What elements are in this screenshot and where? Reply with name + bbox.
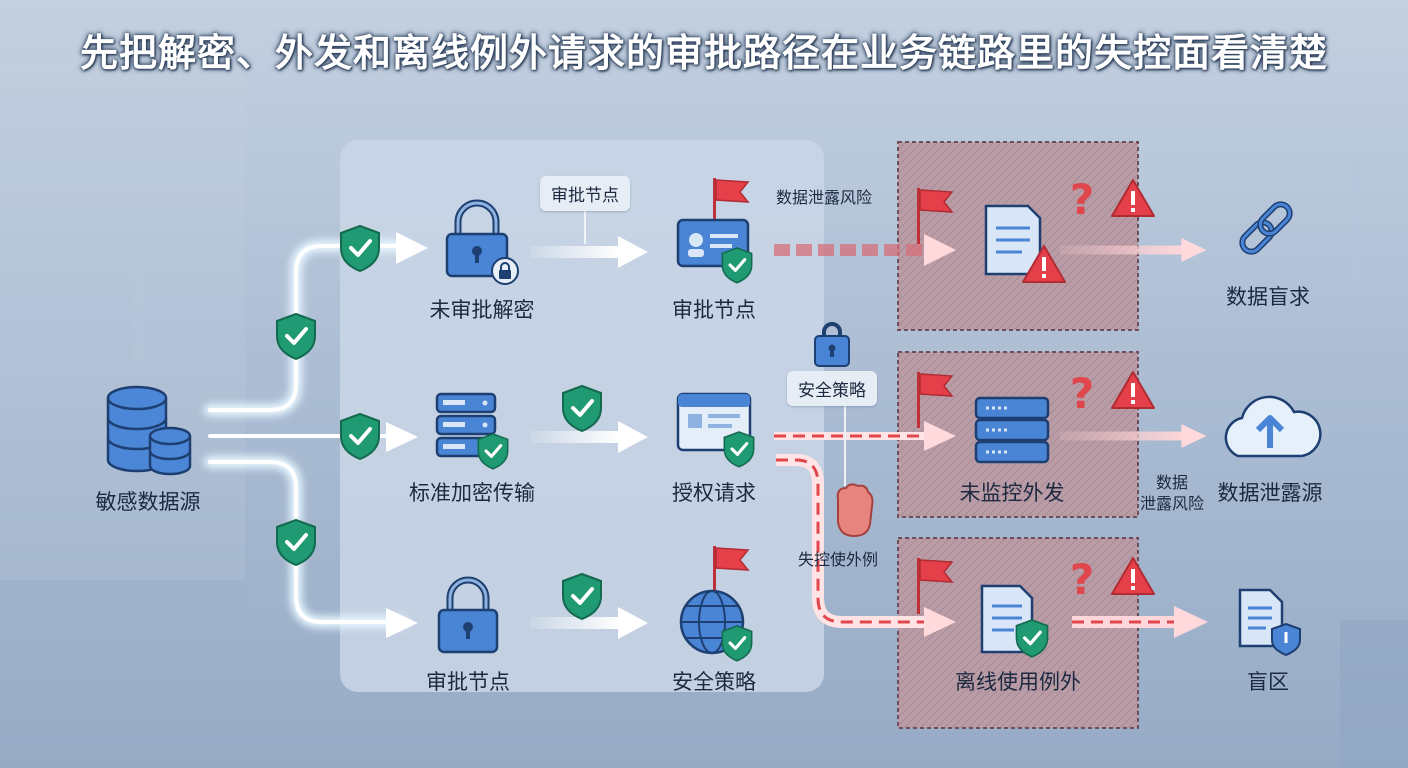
row1-node1-label: 未审批解密: [429, 298, 535, 322]
padlock-icon: [445, 199, 519, 285]
cloud-upload-icon: [1224, 395, 1322, 458]
database-icon: [106, 385, 192, 476]
security-policy-tag: 安全策略: [787, 371, 877, 406]
chain-link-icon: [1239, 201, 1293, 255]
browser-window-icon: [676, 392, 756, 468]
padlock-icon: [814, 322, 850, 367]
row2-outcome-label: 数据泄露源: [1217, 481, 1323, 505]
svg-text:?: ?: [1070, 369, 1094, 418]
danger-zone-2-icons: ?: [916, 369, 1155, 464]
danger-zone-3-icons: ?: [916, 555, 1155, 658]
risk-connectors: [584, 200, 956, 637]
server-rack-icon: [435, 392, 510, 470]
page-title: 先把解密、外发和离线例外请求的审批路径在业务链路里的失控面看清楚: [79, 31, 1328, 75]
danger-zone-1-icons: ?: [916, 175, 1155, 284]
data-leak-risk-note: 数据泄露风险: [775, 188, 873, 207]
row2-risk-note: 数据 泄露风险: [1139, 473, 1205, 513]
source-label: 敏感数据源: [95, 490, 201, 514]
shield-check-icon: [275, 312, 317, 360]
exception-tag: 失控使外例: [797, 550, 879, 569]
arrow-row3-out: [1072, 606, 1208, 638]
svg-text:?: ?: [1070, 175, 1094, 224]
document-icon: [1238, 588, 1301, 657]
background-decoration: [0, 60, 1408, 768]
row1-node2-label: 审批节点: [672, 298, 756, 322]
safe-flow-arrowheads: [386, 232, 428, 638]
row3-node1-label: 审批节点: [426, 670, 510, 694]
hand-icon: [836, 483, 874, 538]
row3-risk-label: 离线使用例外: [955, 670, 1081, 694]
row2-node1-label: 标准加密传输: [409, 481, 535, 505]
padlock-icon: [437, 576, 499, 654]
row2-risk-label: 未监控外发: [959, 481, 1065, 505]
row1-outcome-label: 数据盲求: [1226, 285, 1310, 309]
row3-node2-label: 安全策略: [672, 670, 756, 694]
approval-node-tag: 审批节点: [540, 176, 630, 211]
id-card-icon: [676, 177, 754, 284]
svg-text:?: ?: [1070, 555, 1094, 604]
row2-node2-label: 授权请求: [672, 481, 756, 505]
globe-icon: [679, 545, 754, 662]
shield-check-icon: [275, 518, 317, 566]
row3-outcome-label: 盲区: [1247, 670, 1289, 694]
